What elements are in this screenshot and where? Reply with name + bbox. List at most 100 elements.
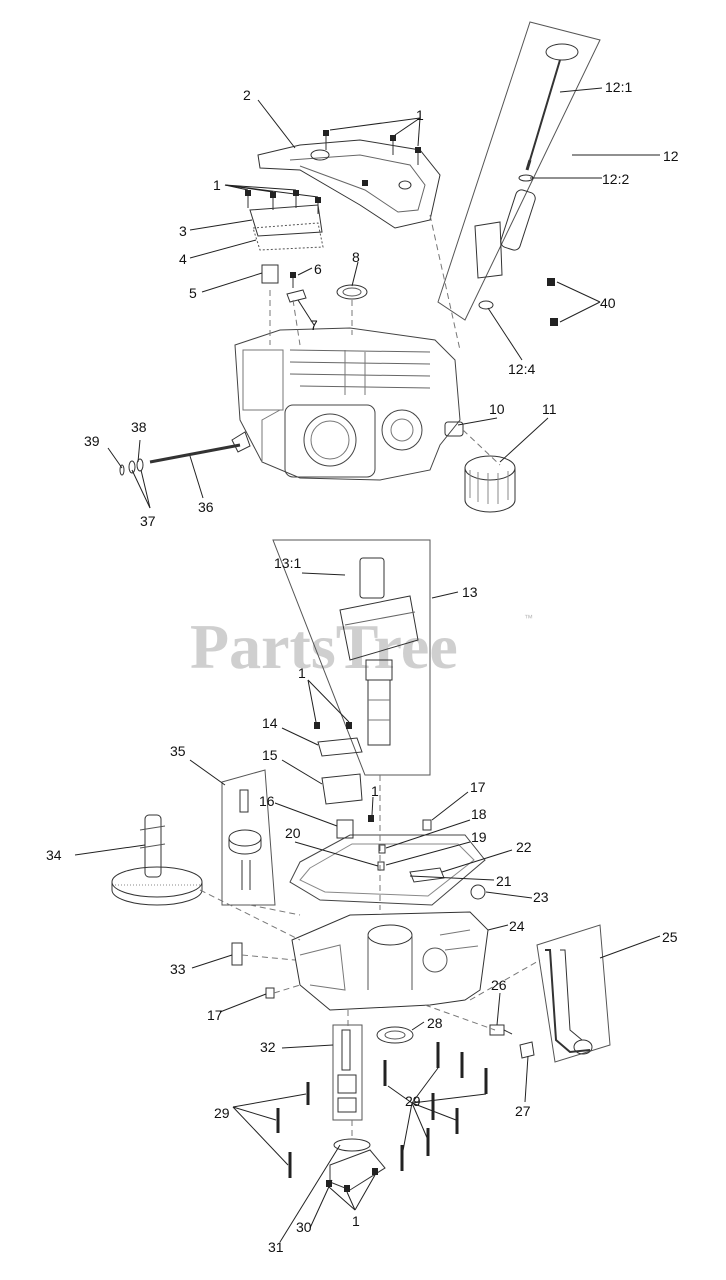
callout-40: 40 — [600, 295, 616, 311]
bolts-29 — [276, 1042, 488, 1178]
pin-19 — [377, 861, 385, 871]
callout-17-upper: 17 — [470, 779, 486, 795]
bolt-shanks-upper — [247, 136, 419, 214]
callout-15: 15 — [262, 747, 278, 763]
callout-29-left: 29 — [214, 1105, 230, 1121]
callout-1-crank: 1 — [298, 665, 306, 681]
crankshaft-box — [272, 539, 431, 776]
callout-34: 34 — [46, 847, 62, 863]
oil-filter-11 — [464, 455, 516, 513]
crankshaft-13 — [339, 557, 419, 746]
clip-27 — [519, 1041, 535, 1059]
watermark-trademark: ™ — [524, 613, 533, 623]
callout-5: 5 — [189, 285, 197, 301]
callout-11: 11 — [542, 401, 557, 417]
dipstick-bolts — [547, 278, 558, 326]
shaft-36 — [119, 431, 251, 476]
cover-bracket — [257, 139, 441, 229]
callout-18: 18 — [471, 806, 487, 822]
lower-assembly — [111, 539, 611, 1192]
pickup-box — [536, 924, 611, 1063]
callout-27: 27 — [515, 1103, 531, 1119]
callout-39: 39 — [84, 433, 100, 449]
callout-33: 33 — [170, 961, 186, 977]
dowel-17-upper — [422, 819, 432, 831]
callout-26: 26 — [491, 977, 507, 993]
callout-37: 37 — [140, 513, 156, 529]
governor-35 — [228, 789, 262, 890]
callout-21: 21 — [496, 873, 512, 889]
callout-3: 3 — [179, 223, 187, 239]
seal-28 — [376, 1026, 414, 1044]
engine-block — [234, 327, 461, 481]
cover-plate — [249, 204, 323, 237]
callout-38: 38 — [131, 419, 147, 435]
callout-29-right: 29 — [405, 1093, 421, 1109]
callout-23: 23 — [533, 889, 549, 905]
part-22 — [409, 867, 445, 883]
assembly-guides-lower — [199, 775, 541, 1140]
callout-1-top: 1 — [416, 107, 424, 123]
callout-12-1: 12:1 — [605, 79, 632, 95]
sensor-26 — [489, 1024, 513, 1036]
callout-13-1: 13:1 — [274, 555, 301, 571]
callout-19: 19 — [471, 829, 487, 845]
assembly-guides-upper — [269, 214, 501, 466]
callout-25: 25 — [662, 929, 678, 945]
callout-17-lower: 17 — [207, 1007, 223, 1023]
callout-labels: 1 1 2 3 4 5 6 7 8 10 11 12:1 12 12:2 12:… — [46, 79, 679, 1255]
filter-adapter-10 — [444, 421, 464, 437]
spacer-block — [261, 264, 279, 284]
callout-24: 24 — [509, 918, 525, 934]
pin-18 — [378, 844, 386, 854]
callout-12: 12 — [663, 148, 679, 164]
bolt-group-upper — [245, 130, 421, 203]
upper-assembly — [119, 21, 601, 513]
oring-31 — [333, 1138, 371, 1152]
callout-20: 20 — [285, 825, 301, 841]
cover-gasket — [252, 222, 324, 251]
callout-35: 35 — [170, 743, 186, 759]
bolts-1-lower — [314, 722, 378, 1192]
plug-23 — [470, 884, 486, 900]
callout-7: 7 — [310, 317, 318, 333]
callout-28: 28 — [427, 1015, 443, 1031]
callout-22: 22 — [516, 839, 532, 855]
callout-14: 14 — [262, 715, 278, 731]
oil-pickup-25 — [545, 949, 593, 1055]
callout-1-mid: 1 — [371, 783, 379, 799]
callout-30: 30 — [296, 1219, 312, 1235]
dipstick-assembly — [437, 21, 601, 321]
callout-4: 4 — [179, 251, 187, 267]
callout-32: 32 — [260, 1039, 276, 1055]
callout-12-2: 12:2 — [602, 171, 629, 187]
seal-8 — [336, 284, 368, 300]
part-16 — [336, 819, 354, 839]
leader-lines — [74, 87, 661, 1243]
crankcase-24 — [291, 911, 489, 1011]
callout-2: 2 — [243, 87, 251, 103]
plate-14 — [317, 737, 363, 757]
governor-box — [221, 769, 276, 906]
callout-16: 16 — [259, 793, 275, 809]
pump-box — [332, 1024, 363, 1121]
callout-12-4: 12:4 — [508, 361, 535, 377]
callout-6: 6 — [314, 261, 322, 277]
callout-10: 10 — [489, 401, 505, 417]
watermark-text: PartsTree — [190, 611, 458, 682]
callout-13: 13 — [462, 584, 478, 600]
callout-1-left: 1 — [213, 177, 221, 193]
clip-7 — [286, 289, 307, 303]
callout-1-bottom: 1 — [352, 1213, 360, 1229]
gasket-20 — [289, 834, 486, 906]
callout-8: 8 — [352, 249, 360, 265]
dowel-17-lower — [265, 987, 275, 999]
cover-30 — [329, 1149, 386, 1191]
bearing-15 — [321, 773, 363, 805]
callout-31: 31 — [268, 1239, 284, 1255]
bolt-6 — [290, 272, 296, 288]
callout-36: 36 — [198, 499, 214, 515]
oil-pump-32 — [337, 1029, 357, 1113]
part-33 — [231, 942, 243, 966]
